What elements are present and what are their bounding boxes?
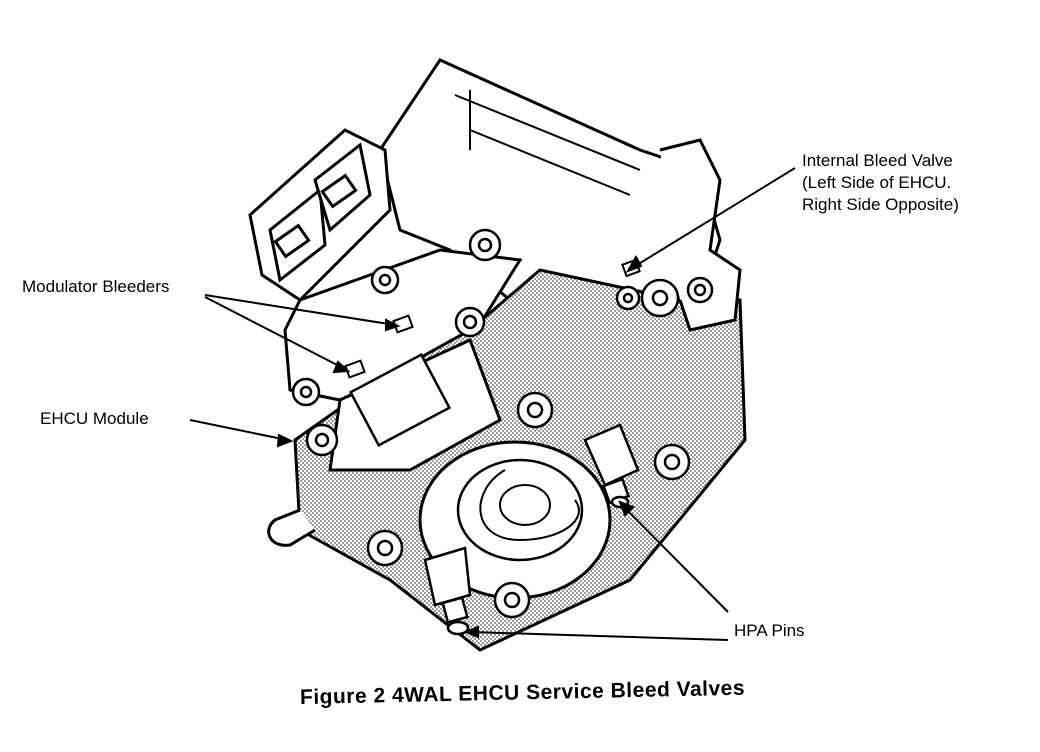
mounting-bracket-right bbox=[659, 138, 742, 332]
mounting-bolts bbox=[291, 228, 714, 619]
label-ehcu-module: EHCU Module bbox=[40, 409, 149, 428]
label-hpa-pins: HPA Pins bbox=[734, 621, 805, 640]
label-internal-bleed-valve: Internal Bleed Valve (Left Side of EHCU.… bbox=[802, 150, 959, 216]
front-plate-window bbox=[348, 353, 452, 447]
label-internal-line2: (Left Side of EHCU. bbox=[802, 173, 952, 192]
pump-mount-center bbox=[499, 484, 551, 526]
label-modulator-bleeders: Modulator Bleeders bbox=[22, 277, 170, 296]
electrical-connectors bbox=[248, 128, 392, 302]
hpa-fitting-right bbox=[583, 423, 640, 509]
label-internal-line3: Right Side Opposite) bbox=[802, 195, 959, 214]
modulator-bleeder-screws bbox=[344, 314, 414, 379]
hpa-fitting-left bbox=[423, 546, 472, 636]
leader-lines bbox=[189, 167, 796, 641]
label-internal-line1: Internal Bleed Valve bbox=[802, 151, 953, 170]
housing-top-ridge bbox=[454, 90, 641, 196]
mounting-tab-left bbox=[267, 508, 316, 547]
pump-wire bbox=[479, 469, 580, 542]
